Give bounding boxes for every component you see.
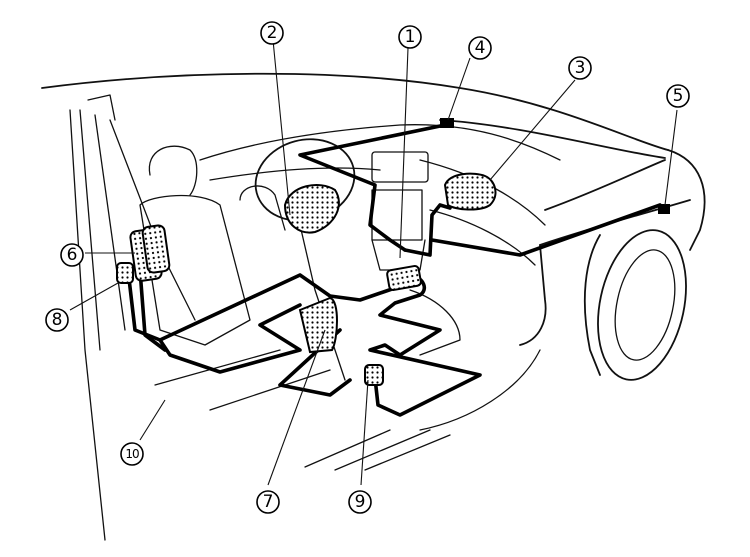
callout-9: 9 (348, 490, 372, 514)
floor-line-1 (154, 349, 281, 386)
harness-passenger (403, 203, 452, 257)
leader-8 (69, 282, 119, 311)
leader-2 (272, 39, 291, 216)
harness-pillar-2 (126, 268, 162, 342)
wheel-arch (583, 234, 601, 376)
rear-seat (239, 185, 286, 231)
callout-8: 8 (45, 308, 69, 332)
glovebox-line (429, 209, 536, 266)
harness-upper (298, 123, 447, 252)
b-pillar-inner (79, 109, 101, 351)
b-pillar-sensor (116, 262, 134, 284)
callout-label: 7 (263, 492, 274, 512)
dash-lower (209, 167, 381, 181)
passenger-airbag-module (443, 172, 497, 211)
center-console-component (386, 265, 422, 291)
callout-label: 4 (475, 38, 486, 58)
driver-seatback (139, 194, 251, 346)
dash-top (199, 124, 561, 161)
hood-line (439, 119, 666, 159)
leader-1 (399, 47, 409, 259)
leader-5 (664, 109, 678, 206)
callout-label: 9 (355, 492, 366, 512)
hood-crease (544, 159, 666, 211)
center-vents (371, 151, 429, 183)
floor-line-3 (304, 429, 391, 468)
components (116, 118, 670, 386)
seats (139, 145, 541, 471)
roof-line (41, 72, 669, 151)
harness-seat (278, 328, 352, 397)
steering-column (299, 224, 346, 381)
floor-sensor (364, 364, 384, 386)
floor-line-5 (364, 434, 451, 471)
harness-front (430, 203, 662, 257)
callout-5: 5 (666, 84, 690, 108)
seat-airbag-module (298, 296, 338, 354)
floor-line-2 (209, 369, 331, 411)
callout-3: 3 (568, 56, 592, 80)
callout-10: 10 (120, 442, 144, 466)
callout-2: 2 (260, 21, 284, 45)
front-hood-edge (667, 149, 706, 251)
front-wheel-rim (614, 249, 676, 361)
leader-lines (69, 39, 678, 486)
seatbelt-strap (109, 119, 196, 321)
callout-6: 6 (60, 243, 84, 267)
leader-9 (360, 379, 369, 486)
callout-label: 6 (67, 245, 78, 265)
callout-7: 7 (256, 490, 280, 514)
seatbelt-anchor (87, 94, 116, 121)
b-pillar-outer (69, 109, 106, 541)
front-fender-sensor (658, 204, 670, 214)
driver-airbag-module (283, 184, 340, 234)
driver-headrest (148, 145, 198, 196)
callout-label: 5 (673, 86, 684, 106)
door-opening-front (519, 244, 547, 346)
sill-line (419, 349, 541, 431)
callout-label: 10 (125, 447, 139, 461)
leader-10 (139, 399, 166, 441)
front-wheel (597, 229, 687, 381)
leader-3 (489, 79, 576, 181)
leader-7 (267, 329, 326, 486)
b-pillar-edge (94, 114, 126, 331)
callout-label: 3 (575, 58, 586, 78)
harness-driver-floor (158, 273, 397, 374)
callout-1: 1 (398, 25, 422, 49)
side-airbag-module-b (141, 224, 171, 274)
callout-label: 8 (52, 310, 63, 330)
callout-4: 4 (468, 36, 492, 60)
callout-label: 1 (405, 27, 416, 47)
upper-connector-sensor (440, 118, 454, 128)
floor-line-4 (334, 429, 431, 471)
leader-4 (447, 57, 471, 121)
callout-label: 2 (267, 23, 278, 43)
